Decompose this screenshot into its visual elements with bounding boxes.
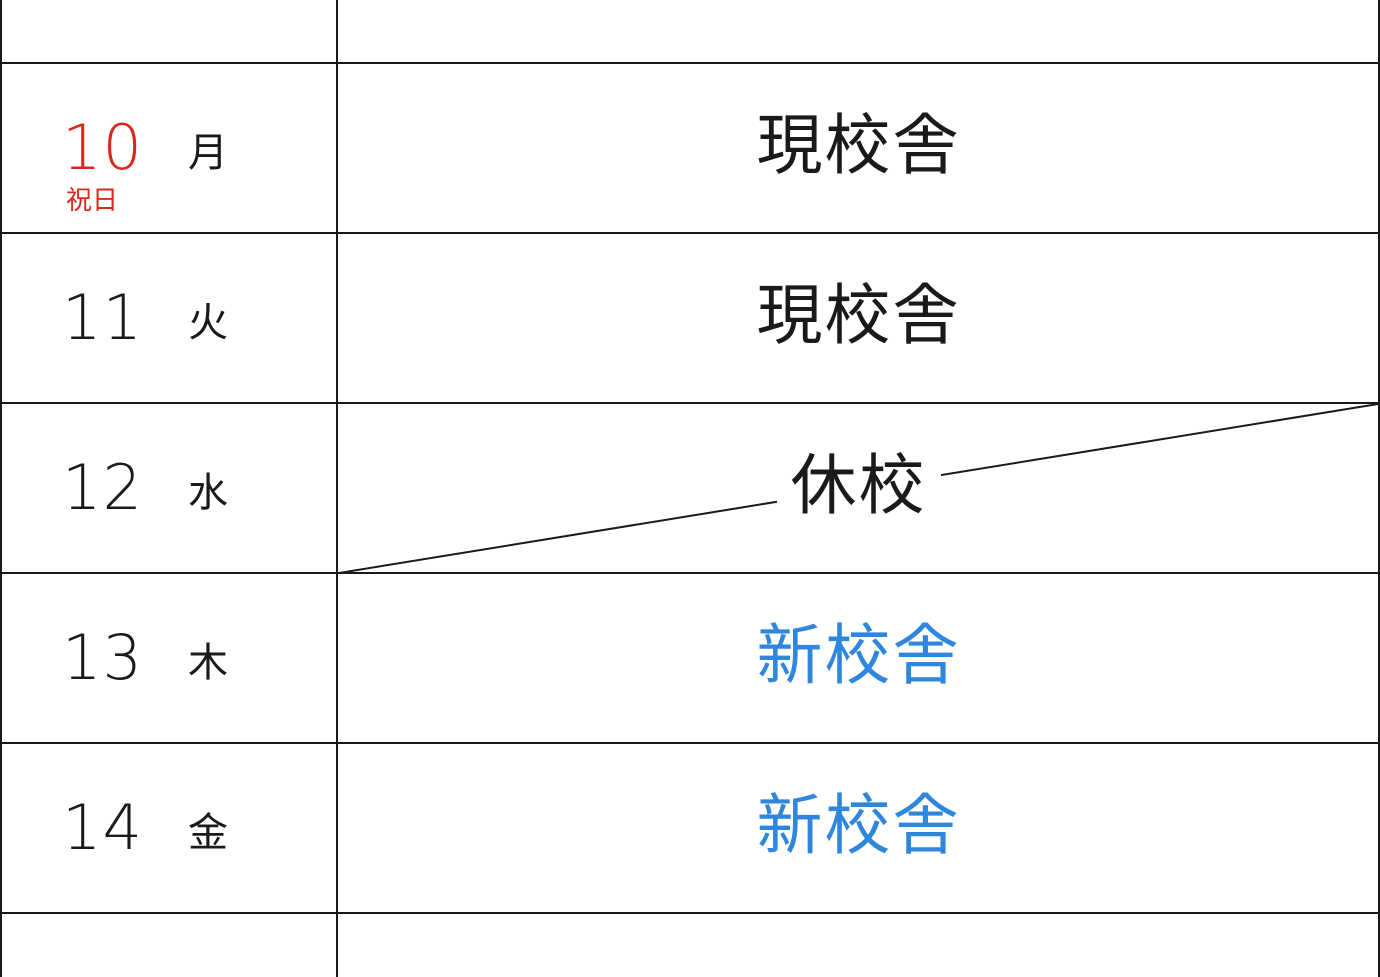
date-cell: 12 水 (2, 404, 337, 574)
holiday-label: 祝日 (66, 186, 119, 216)
weekday-label: 木 (188, 640, 228, 686)
day-number: 14 (62, 791, 143, 864)
weekday-label: 水 (188, 470, 228, 516)
closed-text: 休校 (776, 447, 941, 524)
day-number: 12 (62, 451, 143, 524)
location-cell: 現校舎 (339, 64, 1378, 234)
column-divider (336, 0, 338, 977)
location-cell: 新校舎 (339, 574, 1378, 744)
table-row: 13 木 新校舎 (0, 574, 1380, 744)
table-left-border (0, 0, 2, 977)
row-divider (0, 742, 1380, 744)
location-label: 新校舎 (756, 617, 961, 694)
date-cell: 14 金 (2, 744, 337, 914)
row-divider (0, 232, 1380, 234)
table-row: 12 水 休校 (0, 404, 1380, 574)
weekday-label: 火 (188, 300, 228, 346)
closed-label: 休校 (339, 446, 1378, 526)
table-right-border (1378, 0, 1380, 977)
row-divider (0, 62, 1380, 64)
date-cell: 11 火 (2, 234, 337, 404)
table-row: 14 金 新校舎 (0, 744, 1380, 914)
location-cell: 現校舎 (339, 234, 1378, 404)
date-cell: 10 月 祝日 (2, 64, 337, 234)
location-label: 現校舎 (756, 107, 961, 184)
day-number: 11 (62, 281, 143, 354)
row-divider (0, 912, 1380, 914)
location-cell: 休校 (339, 404, 1378, 574)
location-cell: 新校舎 (339, 744, 1378, 914)
table-row: 11 火 現校舎 (0, 234, 1380, 404)
weekday-label: 月 (188, 130, 228, 176)
location-label: 新校舎 (756, 787, 961, 864)
location-label: 現校舎 (756, 277, 961, 354)
table-row: 10 月 祝日 現校舎 (0, 64, 1380, 234)
weekday-label: 金 (188, 810, 228, 856)
row-divider (0, 572, 1380, 574)
day-number: 10 (62, 111, 143, 184)
day-number: 13 (62, 621, 143, 694)
date-cell: 13 木 (2, 574, 337, 744)
row-divider (0, 402, 1380, 404)
